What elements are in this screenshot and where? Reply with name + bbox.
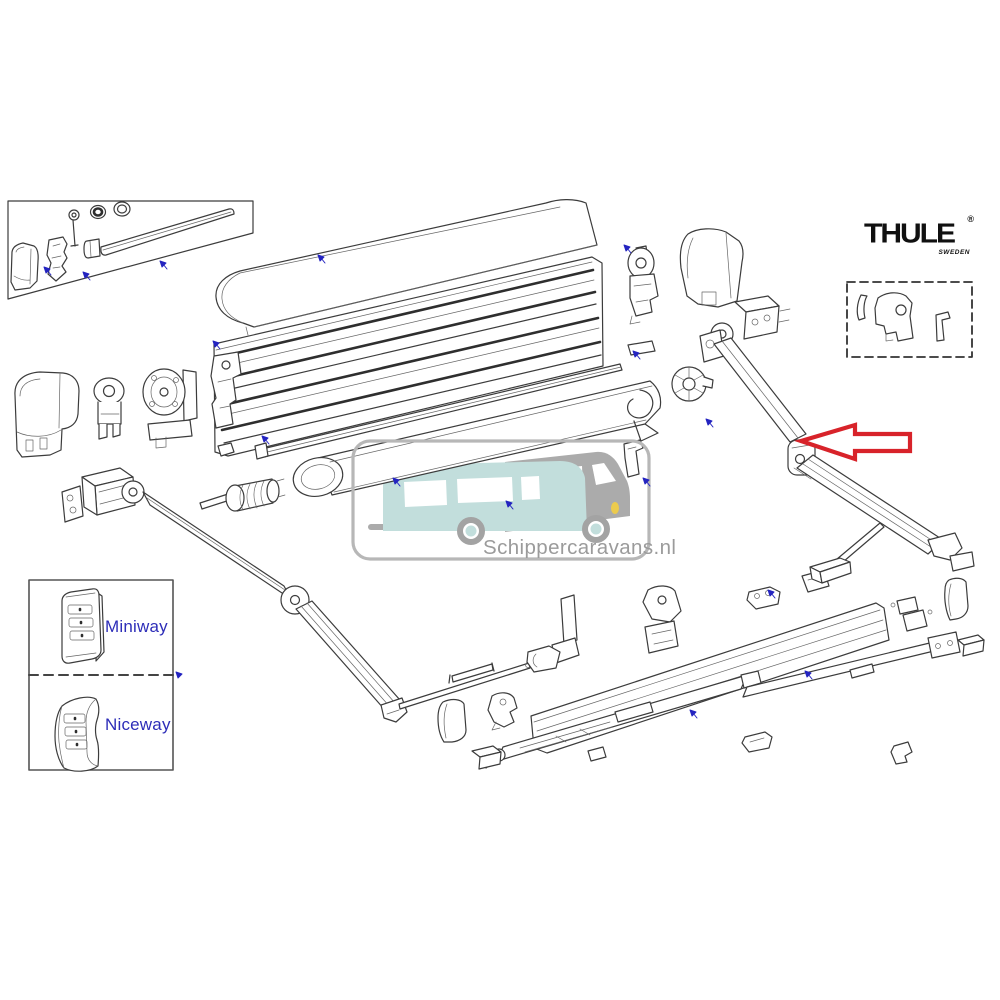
roller-spider-wheel <box>671 366 714 402</box>
brand-name: THULE <box>864 218 956 249</box>
right-end-cap-cover <box>679 228 744 308</box>
tension-rafter-arms <box>485 631 961 769</box>
legend-box <box>27 579 175 772</box>
cassette-housing-profile <box>213 256 604 457</box>
miniway-label: Miniway <box>105 617 168 636</box>
fabric-roller-tube <box>292 380 662 498</box>
left-spring-arm <box>61 467 531 723</box>
drive-motor <box>199 478 286 512</box>
left-end-cap-cover <box>14 371 80 458</box>
spare-parts-dashed-box <box>846 281 973 358</box>
brand-origin: SWEDEN <box>938 249 970 256</box>
highlight-arrow <box>794 422 913 462</box>
gear-unit <box>142 368 198 449</box>
motor-and-roller-end-parts-box <box>7 200 254 300</box>
right-gear-bracket <box>627 245 659 356</box>
awning-fabric-strip <box>254 363 623 460</box>
gear-knuckle <box>93 377 125 440</box>
caravan-watermark <box>368 451 630 545</box>
cassette-top-cover-profile <box>215 199 598 336</box>
watermark-text: Schippercaravans.nl <box>483 536 676 559</box>
watermark-frame <box>351 439 651 561</box>
niceway-label: Niceway <box>105 715 171 734</box>
niceway-remote <box>54 696 100 772</box>
thule-logo: THULE ® SWEDEN <box>864 214 980 257</box>
support-bracket-left <box>210 351 242 457</box>
part-markers <box>43 244 813 719</box>
registered-mark: ® <box>967 214 974 224</box>
miniway-remote <box>61 588 105 664</box>
